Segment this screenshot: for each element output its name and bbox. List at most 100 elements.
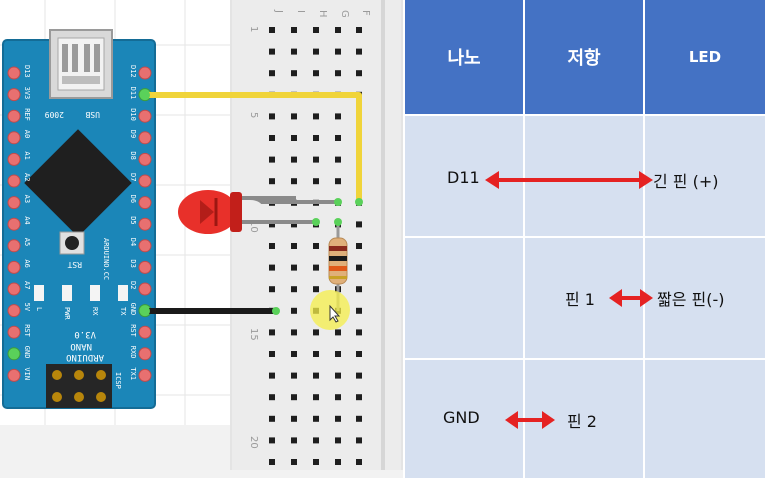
header-pin [138, 109, 152, 123]
breadboard-column-letter: I [295, 10, 306, 13]
breadboard-hole [291, 372, 297, 379]
breadboard-hole [356, 264, 362, 271]
breadboard-hole [356, 437, 362, 444]
site-label: ARDUINO.CC [102, 238, 110, 280]
breadboard-hole [269, 394, 275, 401]
breadboard-hole [356, 243, 362, 249]
breadboard-hole [291, 27, 297, 33]
pin-label: GND [23, 346, 31, 359]
pin-label: D9 [129, 130, 137, 138]
breadboard-row-number: 20 [248, 436, 259, 449]
breadboard-hole [335, 329, 341, 336]
breadboard-hole [291, 329, 297, 336]
pin-label: TX1 [129, 367, 137, 380]
row1-nano-text: D11 [447, 168, 480, 187]
header-pin [138, 347, 152, 361]
cell-r2-c3 [645, 238, 765, 358]
onboard-leds [34, 285, 128, 301]
mcu-chip [24, 129, 132, 237]
header-pin [138, 368, 152, 382]
double-arrow-d11-led [485, 171, 653, 189]
breadboard-hole [291, 156, 297, 163]
pin-label: D12 [129, 65, 137, 78]
rst-label: RST [67, 260, 82, 269]
header-pin [7, 109, 21, 123]
header-pin [138, 325, 152, 339]
connection-table: 나노 저항 LED D11 긴 핀 (+) 핀 1 짧은 핀(-) GND 핀 … [403, 0, 765, 478]
header-pin [7, 347, 21, 361]
breadboard-hole [269, 27, 275, 33]
breadboard-hole [291, 178, 297, 185]
pin-label: A4 [23, 216, 31, 224]
pin-label: A5 [23, 238, 31, 246]
header-pin [138, 131, 152, 145]
pin-label: A6 [23, 259, 31, 267]
header-pin [138, 217, 152, 231]
pin-label: RXD [129, 346, 137, 359]
pin-label: A2 [23, 173, 31, 181]
breadboard-hole [291, 286, 297, 293]
breadboard-hole [269, 70, 275, 77]
row3-nano-text: GND [443, 408, 480, 427]
breadboard-hole [291, 307, 297, 314]
breadboard-hole [356, 27, 362, 33]
breadboard-hole [335, 27, 341, 33]
cursor-highlight [310, 290, 350, 330]
breadboard-hole [313, 178, 319, 185]
breadboard-hole [269, 459, 275, 465]
header-pin [138, 282, 152, 296]
pin-label: D11 [129, 87, 137, 100]
breadboard-hole [313, 27, 319, 33]
breadboard-hole [291, 221, 297, 228]
led-label-pwr: PWR [63, 307, 71, 320]
breadboard-hole [291, 113, 297, 120]
name-line-2: NANO [70, 341, 92, 351]
breadboard-hole [313, 372, 319, 379]
breadboard-hole [356, 351, 362, 357]
breadboard-row-number: 5 [248, 112, 259, 118]
breadboard-hole [291, 48, 297, 55]
breadboard-hole [335, 178, 341, 185]
breadboard-hole [313, 113, 319, 120]
header-pin [7, 325, 21, 339]
breadboard-hole [269, 264, 275, 271]
cell-r3-c3 [645, 360, 765, 478]
pin-label: VIN [23, 367, 31, 380]
header-pin [138, 152, 152, 166]
pin-label: 3V3 [23, 87, 31, 100]
pin-label: GND [129, 303, 137, 316]
led-label-rx: RX [91, 307, 99, 316]
row2-resistor-text: 핀 1 [565, 290, 595, 309]
header-pin [138, 260, 152, 274]
yellow-wire [145, 92, 362, 202]
breadboard-hole [313, 135, 319, 141]
breadboard-hole [291, 243, 297, 249]
row1-led-text: 긴 핀 (+) [653, 172, 719, 191]
pin-label: A1 [23, 151, 31, 159]
icsp-label: ICSP [114, 372, 122, 389]
breadboard-hole [335, 437, 341, 444]
pin-label: D13 [23, 65, 31, 78]
breadboard-hole [335, 48, 341, 55]
header-pin [7, 217, 21, 231]
row2-led-text: 짧은 핀(-) [657, 290, 725, 309]
breadboard-hole [269, 286, 275, 293]
breadboard-hole [335, 459, 341, 465]
breadboard-hole [313, 156, 319, 163]
led-label-l: L [35, 307, 43, 311]
pin-label: RST [23, 324, 31, 337]
breadboard-hole [313, 351, 319, 357]
pin-label: D8 [129, 151, 137, 159]
breadboard-hole [356, 221, 362, 228]
breadboard-hole [269, 243, 275, 249]
pin-label: RST [129, 324, 137, 337]
breadboard-hole [335, 113, 341, 120]
pin-label: D6 [129, 195, 137, 203]
pin-label: D7 [129, 173, 137, 181]
header-pin [138, 66, 152, 80]
breadboard-hole [335, 394, 341, 401]
name-line-1: ARDUINO [66, 352, 104, 362]
usb-connector [49, 29, 113, 99]
